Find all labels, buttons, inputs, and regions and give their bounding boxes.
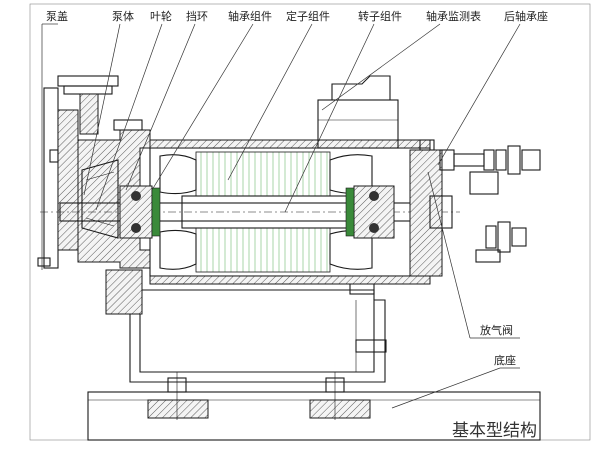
bearing-monitor-box <box>317 75 399 149</box>
label-bearing-assembly: 轴承组件 <box>228 9 272 23</box>
caption: 基本型结构 <box>452 421 537 441</box>
motor-housing <box>40 139 460 285</box>
base-group <box>87 372 541 441</box>
label-rear-bearing-seat: 后轴承座 <box>504 9 548 23</box>
label-rotor-assembly: 转子组件 <box>358 9 402 23</box>
labels: 泵盖 泵体 叶轮 挡环 轴承组件 定子组件 转子组件 轴承监测表 后轴承座 放气… <box>46 9 548 441</box>
label-vent-valve: 放气阀 <box>480 323 513 337</box>
label-retaining-ring: 挡环 <box>186 9 208 23</box>
label-impeller: 叶轮 <box>150 9 172 23</box>
label-pump-cover: 泵盖 <box>46 9 68 23</box>
label-pump-body: 泵体 <box>112 9 134 23</box>
label-bearing-monitor: 轴承监测表 <box>426 9 481 23</box>
label-stator-assembly: 定子组件 <box>286 9 330 23</box>
leader-lines <box>41 23 521 409</box>
base-plate <box>87 391 541 441</box>
stator <box>195 151 331 197</box>
label-base: 底座 <box>494 353 516 367</box>
support-bracket <box>129 279 387 383</box>
